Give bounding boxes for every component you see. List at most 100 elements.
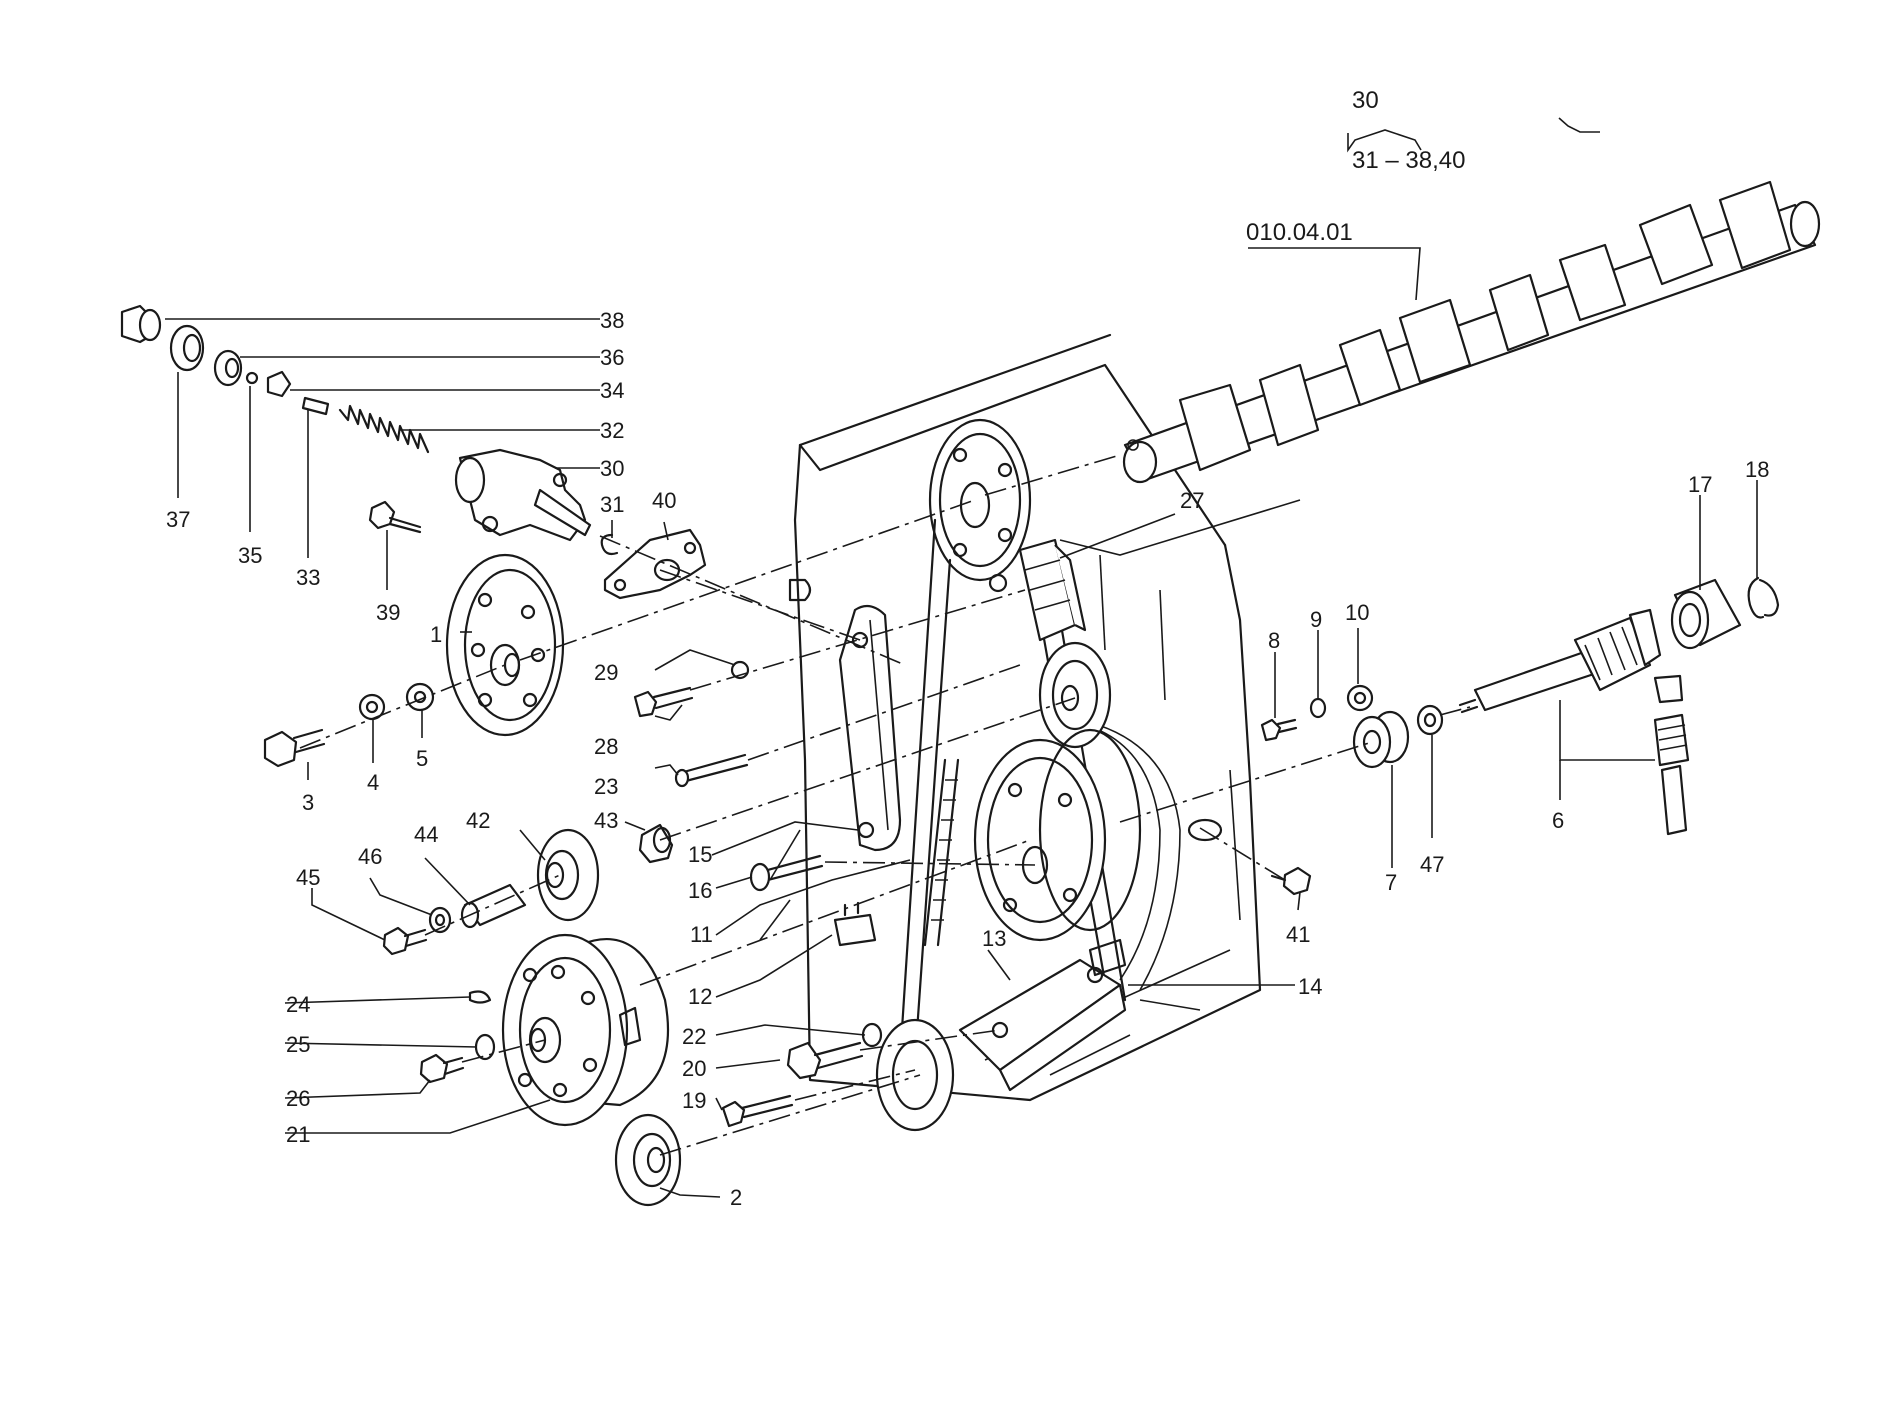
seat-34: [266, 370, 292, 398]
drive-gear-6: [1653, 674, 1690, 836]
bolt-20: [786, 1041, 864, 1080]
camshaft: [1122, 180, 1821, 484]
callout-42: 42: [466, 808, 490, 833]
leader-lines: [165, 117, 1758, 1198]
seal-ring-37: [169, 324, 205, 372]
callout-18: 18: [1745, 457, 1769, 482]
crankshaft-gear-center: [973, 728, 1142, 942]
callout-32: 32: [600, 418, 624, 443]
intermediate-sprocket-42: [536, 828, 600, 922]
callout-8: 8: [1268, 628, 1280, 653]
bolt-26: [419, 1053, 465, 1084]
washer-36: [213, 349, 243, 387]
ball-35: [245, 371, 259, 385]
callout-22: 22: [682, 1024, 706, 1049]
timing-chain: [898, 518, 1181, 1062]
bolt-39: [368, 500, 422, 534]
callout-35: 35: [238, 543, 262, 568]
tensioner-housing-30: [454, 448, 592, 542]
reference-label: 010.04.01: [1246, 219, 1353, 246]
bolt-45: [382, 926, 428, 956]
callout-13: 13: [982, 926, 1006, 951]
washer-22: [861, 1022, 883, 1048]
callout-15: 15: [688, 842, 712, 867]
callout-24: 24: [286, 992, 310, 1017]
callout-30: 30: [600, 456, 624, 481]
callout-36: 36: [600, 345, 624, 370]
header-labels: 30 31 – 38,40 010.04.01: [1246, 87, 1465, 246]
callout-11: 11: [690, 922, 713, 947]
plug-41: [1270, 866, 1312, 896]
callout-34: 34: [600, 378, 624, 403]
callout-31: 31: [600, 492, 624, 517]
woodruff-key-24: [468, 990, 492, 1004]
chain-guide-rail: [838, 604, 902, 852]
callout-7: 7: [1385, 870, 1397, 895]
callout-14: 14: [1298, 974, 1322, 999]
callout-39: 39: [376, 600, 400, 625]
callout-44: 44: [414, 822, 438, 847]
washer-10: [1346, 684, 1374, 712]
drive-shaft-6: [1458, 608, 1662, 714]
bolt-16: [749, 854, 824, 892]
callout-2: 2: [730, 1185, 742, 1210]
callout-6: 6: [1552, 808, 1564, 833]
callout-40: 40: [652, 488, 676, 513]
washer-5: [405, 682, 435, 712]
callout-10: 10: [1345, 600, 1369, 625]
callout-16: 16: [688, 878, 712, 903]
assembly-centerlines: [299, 454, 1471, 1156]
callout-47: 47: [1420, 852, 1444, 877]
chain-segment: [923, 758, 960, 947]
callout-29: 29: [594, 660, 618, 685]
washer-47: [1416, 704, 1444, 736]
callout-37: 37: [166, 507, 190, 532]
callout-1: 1: [430, 622, 442, 647]
washer-29: [730, 660, 750, 680]
gasket-40: [603, 528, 707, 600]
callout-27: 27: [1180, 488, 1204, 513]
callout-45: 45: [296, 865, 320, 890]
callout-19: 19: [682, 1088, 706, 1113]
idler-pulley: [1038, 641, 1112, 749]
callout-26: 26: [286, 1086, 310, 1111]
bolt-23: [674, 753, 749, 788]
bushing-17: [1670, 578, 1742, 650]
circlip-18: [1747, 576, 1780, 619]
washer-25: [474, 1033, 496, 1061]
callout-20: 20: [682, 1056, 706, 1081]
callout-5: 5: [416, 746, 428, 771]
callout-25: 25: [286, 1032, 310, 1057]
bushing-7: [1352, 710, 1410, 769]
callout-3: 3: [302, 790, 314, 815]
snap-ring-31: [600, 533, 619, 556]
camshaft-sprocket-1: [445, 553, 565, 737]
callout-21: 21: [286, 1122, 310, 1147]
bushing-43: [638, 823, 674, 864]
washer-9: [1309, 697, 1327, 719]
callout-33: 33: [296, 565, 320, 590]
callout-9: 9: [1310, 607, 1322, 632]
camshaft-upper-sprocket: [928, 418, 1032, 582]
connector-12: [833, 901, 877, 947]
crankshaft-gear-21: [501, 933, 670, 1127]
callout-23: 23: [594, 774, 618, 799]
sprocket-2: [614, 1113, 682, 1207]
plug-38: [120, 304, 162, 344]
callout-28: 28: [594, 734, 618, 759]
bolt-3: [263, 728, 326, 768]
group-header-range: 31 – 38,40: [1352, 147, 1465, 174]
callout-12: 12: [688, 984, 712, 1009]
chain-tensioner-27: [988, 538, 1087, 642]
callout-labels: 1 2 3 4 5 6 7 8 9 10 11 12 13 14 15 16 1…: [166, 308, 1769, 1210]
pin-33: [301, 396, 330, 416]
lower-pulley-bracket: [875, 938, 1127, 1132]
callout-17: 17: [1688, 472, 1712, 497]
callout-38: 38: [600, 308, 624, 333]
callout-41: 41: [1286, 922, 1310, 947]
group-header-label: 30: [1352, 87, 1379, 114]
bolt-28: [633, 686, 694, 718]
bolt-19: [721, 1094, 794, 1128]
